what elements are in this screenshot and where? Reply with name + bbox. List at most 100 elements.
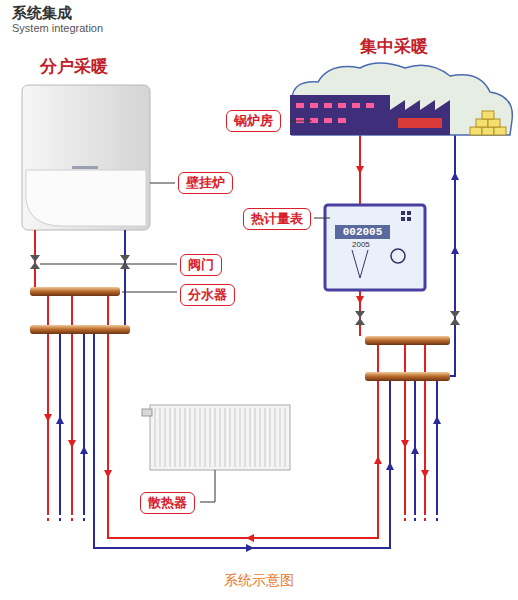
boiler-room-building xyxy=(290,95,450,135)
return-pipe xyxy=(83,334,85,512)
callout-text: 锅炉房 xyxy=(234,113,273,129)
boiler-room-building xyxy=(398,118,442,128)
red-flow-arrow xyxy=(44,166,429,542)
wall-boiler xyxy=(72,166,98,169)
callout-box: 锅炉房 xyxy=(226,110,281,132)
blue-flow-arrow xyxy=(80,446,88,454)
fuel-stack xyxy=(470,111,506,135)
red-flow-arrow xyxy=(246,534,254,542)
wall-boiler xyxy=(22,85,150,230)
heat-meter xyxy=(407,217,411,221)
radiator xyxy=(142,409,152,416)
blue-flow-arrow xyxy=(56,172,459,552)
title: 系统集成 xyxy=(12,4,72,23)
valve-symbol xyxy=(30,262,40,269)
heat-meter xyxy=(407,211,411,215)
callout-box: 阀门 xyxy=(180,254,222,276)
boiler-room-building xyxy=(290,95,390,135)
callout-box: 散热器 xyxy=(140,492,195,514)
blue-flow-arrow xyxy=(451,246,459,254)
fuel-stack xyxy=(476,119,488,127)
return-pipe xyxy=(124,230,126,329)
manifold xyxy=(365,336,450,345)
blue-flow-arrow xyxy=(246,544,254,552)
boiler-room-building xyxy=(338,118,346,123)
boiler-room-building xyxy=(338,103,346,108)
red-flow-arrow xyxy=(104,470,112,478)
valve-symbol xyxy=(30,255,40,262)
meter-reading: 002005 xyxy=(335,226,390,238)
radiator xyxy=(150,405,290,470)
manifold xyxy=(30,287,450,381)
callout-box: 热计量表 xyxy=(243,208,311,230)
manifold xyxy=(365,372,450,381)
heat-meter xyxy=(401,211,405,215)
leader-line xyxy=(290,121,312,122)
leader-line xyxy=(200,470,215,502)
pipe-end-dashes xyxy=(414,512,416,524)
red-flow-arrow xyxy=(44,414,52,422)
boiler-room-building xyxy=(310,103,318,108)
pipe-end-dashes xyxy=(404,512,406,524)
blue-flow-arrow xyxy=(411,446,419,454)
blue-flow-arrow xyxy=(56,416,64,424)
red-flow-arrow xyxy=(356,296,364,304)
pipe-end-dashes xyxy=(71,512,73,524)
valve-symbol xyxy=(450,311,460,318)
pipe-end-dashes xyxy=(424,512,426,524)
boiler-room-building xyxy=(390,100,450,135)
pipe-end-dashes xyxy=(48,512,437,524)
heat-meter xyxy=(325,205,425,290)
supply-pipe xyxy=(35,230,40,292)
pipe-end-dashes xyxy=(47,512,49,524)
leader-line xyxy=(122,292,177,293)
blue-flow-arrow xyxy=(451,172,459,180)
callout-text: 散热器 xyxy=(148,495,187,511)
leader-line xyxy=(314,218,330,219)
heat-meter xyxy=(401,217,405,221)
manifold xyxy=(30,325,130,334)
pipe-end-dashes xyxy=(436,512,438,524)
callout-box: 分水器 xyxy=(180,284,235,306)
blue-flow-arrow xyxy=(386,462,394,470)
boiler-room-building xyxy=(324,103,332,108)
boiler-room-building xyxy=(366,103,374,108)
boiler-room-building xyxy=(324,118,332,123)
leader-line xyxy=(150,183,175,184)
return-pipe xyxy=(436,381,438,512)
valve-symbol xyxy=(120,262,130,269)
radiator xyxy=(142,405,290,470)
leader-line xyxy=(40,264,177,265)
section-label: 分户采暖 xyxy=(40,58,108,77)
callout-text: 热计量表 xyxy=(251,211,303,227)
fuel-stack xyxy=(494,127,506,135)
valve-symbol xyxy=(120,255,130,262)
fuel-stack xyxy=(488,119,500,127)
supply-pipe xyxy=(404,345,406,512)
fuel-stack xyxy=(482,111,494,119)
heat-meter xyxy=(391,249,405,263)
valve-symbol xyxy=(450,318,460,325)
callout-box: 壁挂炉 xyxy=(178,172,233,194)
heat-meter xyxy=(325,205,425,290)
wall-boiler xyxy=(26,170,146,226)
red-flow-arrow xyxy=(68,440,76,448)
manifold xyxy=(30,287,120,296)
blue-flow-arrow xyxy=(433,416,441,424)
meter-year: 2005 xyxy=(352,241,370,250)
boiler-room-building xyxy=(296,103,304,108)
red-flow-arrow xyxy=(374,456,382,464)
callout-text: 阀门 xyxy=(188,257,214,273)
valve-symbol xyxy=(355,311,365,318)
fuel-stack xyxy=(482,127,494,135)
supply-pipe xyxy=(108,296,378,538)
heat-meter xyxy=(352,250,368,278)
fuel-stack xyxy=(470,127,482,135)
section-label: 集中采暖 xyxy=(360,38,428,57)
radiator xyxy=(155,408,285,467)
return-pipe xyxy=(94,334,390,548)
pipe-end-dashes xyxy=(59,512,61,524)
heat-meter xyxy=(335,225,390,239)
subtitle: System integration xyxy=(12,22,103,34)
